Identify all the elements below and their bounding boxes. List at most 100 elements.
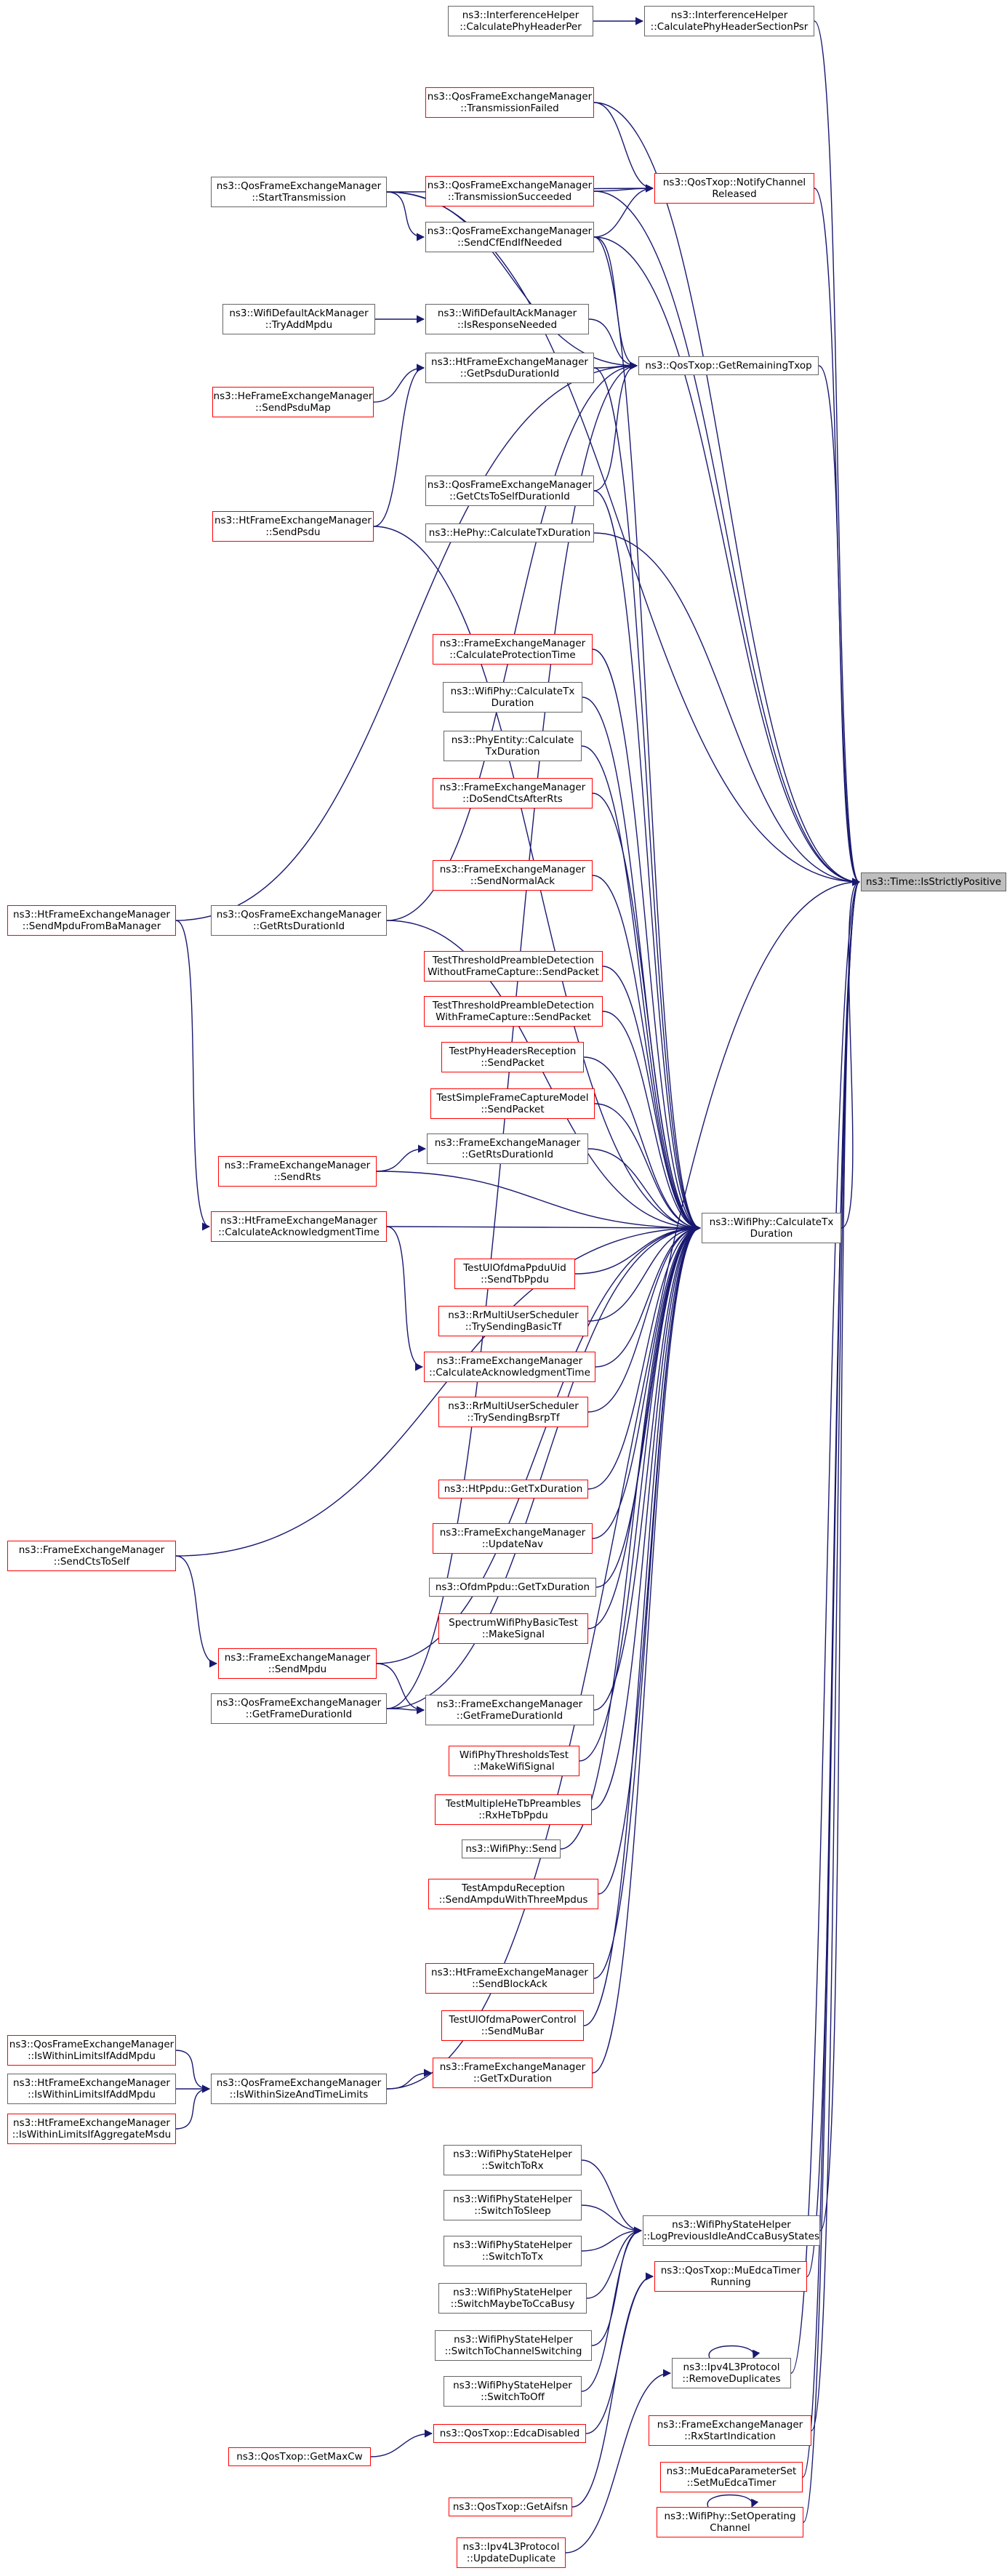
- node-label-line: ns3::RrMultiUserScheduler: [448, 1400, 579, 1412]
- node-label-line: SpectrumWifiPhyBasicTest: [449, 1617, 578, 1629]
- node-label-line: ::CalculateAcknowledgmentTime: [429, 1367, 590, 1379]
- edge-htfem-sendMpduFromBaManager-to-qostxop-getRemainingTxop: [175, 361, 638, 921]
- node-wpsh-switchToTx[interactable]: ns3::WifiPhyStateHelper::SwitchToTx: [444, 2236, 582, 2266]
- node-rrmus-trySendingBasicTf[interactable]: ns3::RrMultiUserScheduler::TrySendingBas…: [438, 1306, 588, 1336]
- node-label-line: TestUlOfdmaPowerControl: [449, 2014, 577, 2026]
- node-tphr-sendPacket[interactable]: TestPhyHeadersReception::SendPacket: [441, 1042, 584, 1072]
- node-ofdmppdu-getTxDuration[interactable]: ns3::OfdmPpdu::GetTxDuration: [429, 1578, 596, 1597]
- node-ipv4l3-updateDuplicate[interactable]: ns3::Ipv4L3Protocol::UpdateDuplicate: [457, 2537, 566, 2568]
- node-fem-calcProtectionTime[interactable]: ns3::FrameExchangeManager::CalculateProt…: [433, 634, 593, 665]
- node-tar-sendAmpdu[interactable]: TestAmpduReception::SendAmpduWithThreeMp…: [428, 1879, 598, 1909]
- node-label-line: WithFrameCapture::SendPacket: [436, 1011, 591, 1023]
- node-wdam-isResponseNeeded[interactable]: ns3::WifiDefaultAckManager::IsResponseNe…: [425, 304, 589, 334]
- node-fem-doSendCtsAfterRts[interactable]: ns3::FrameExchangeManager::DoSendCtsAfte…: [433, 778, 593, 808]
- node-label-line: ::SwitchMaybeToCcaBusy: [450, 2298, 575, 2310]
- node-wpsh-switchToOff[interactable]: ns3::WifiPhyStateHelper::SwitchToOff: [444, 2376, 582, 2407]
- node-label-line: ::SwitchToRx: [481, 2160, 544, 2172]
- node-label-line: ns3::QosFrameExchangeManager: [216, 2077, 382, 2089]
- node-wifiphy-send[interactable]: ns3::WifiPhy::Send: [462, 1839, 561, 1858]
- node-label-line: ::MakeWifiSignal: [473, 1761, 555, 1773]
- node-htppdu-getTxDuration[interactable]: ns3::HtPpdu::GetTxDuration: [438, 1480, 588, 1498]
- node-qfem-sendCfEnd[interactable]: ns3::QosFrameExchangeManager::SendCfEndI…: [425, 222, 594, 252]
- node-wpsh-switchToChannelSwitching[interactable]: ns3::WifiPhyStateHelper::SwitchToChannel…: [435, 2330, 592, 2361]
- node-label-line: ::SendNormalAck: [470, 875, 555, 887]
- node-fem-getRtsDurationId[interactable]: ns3::FrameExchangeManager::GetRtsDuratio…: [427, 1133, 588, 1164]
- node-wpsh-switchToSleep[interactable]: ns3::WifiPhyStateHelper::SwitchToSleep: [444, 2190, 582, 2220]
- node-label-line: ::SendBlockAck: [472, 1978, 547, 1990]
- node-qfem-txSucceeded[interactable]: ns3::QosFrameExchangeManager::Transmissi…: [425, 176, 594, 206]
- node-label-line: ::MakeSignal: [481, 1629, 545, 1640]
- node-fem-calcAckTime[interactable]: ns3::FrameExchangeManager::CalculateAckn…: [424, 1352, 595, 1382]
- node-htfem-getPsduDurationId[interactable]: ns3::HtFrameExchangeManager::GetPsduDura…: [425, 353, 594, 383]
- node-qostxop-getRemainingTxop[interactable]: ns3::QosTxop::GetRemainingTxop: [638, 356, 819, 375]
- node-tuopc-sendMuBar[interactable]: TestUlOfdmaPowerControl::SendMuBar: [441, 2010, 584, 2041]
- node-label-line: ::IsWithinSizeAndTimeLimits: [229, 2089, 369, 2100]
- node-htfem-isWithinLimitsIfAggMsdu[interactable]: ns3::HtFrameExchangeManager::IsWithinLim…: [7, 2114, 176, 2144]
- node-wpsh-logPrevIdle[interactable]: ns3::WifiPhyStateHelper::LogPreviousIdle…: [643, 2215, 820, 2246]
- node-fem-rxStartIndication[interactable]: ns3::FrameExchangeManager::RxStartIndica…: [649, 2415, 811, 2446]
- node-htfem-sendBlockAck[interactable]: ns3::HtFrameExchangeManager::SendBlockAc…: [425, 1963, 594, 1994]
- node-ih-calcPhyHeaderPer[interactable]: ns3::InterferenceHelper::CalculatePhyHea…: [448, 6, 593, 36]
- node-qfem-getRtsDurationId[interactable]: ns3::QosFrameExchangeManager::GetRtsDura…: [211, 905, 387, 936]
- edge-fem-getRtsDurationId-to-wifiphy-calcTxDuration: [587, 1148, 702, 1232]
- node-fem-getFrameDurationId[interactable]: ns3::FrameExchangeManager::GetFrameDurat…: [425, 1695, 594, 1725]
- node-qostxop-getAifsn[interactable]: ns3::QosTxop::GetAifsn: [449, 2497, 572, 2516]
- node-fem-sendMpdu[interactable]: ns3::FrameExchangeManager::SendMpdu: [218, 1648, 377, 1679]
- node-tsfcm-sendPacket[interactable]: TestSimpleFrameCaptureModel::SendPacket: [430, 1088, 595, 1119]
- node-wpsh-switchMaybeToCcaBusy[interactable]: ns3::WifiPhyStateHelper::SwitchMaybeToCc…: [438, 2283, 587, 2314]
- node-fem-sendNormalAck[interactable]: ns3::FrameExchangeManager::SendNormalAck: [433, 860, 593, 891]
- node-rrmus-trySendingBsrpTf[interactable]: ns3::RrMultiUserScheduler::TrySendingBsr…: [438, 1397, 588, 1427]
- node-qostxop-edcaDisabled[interactable]: ns3::QosTxop::EdcaDisabled: [433, 2424, 586, 2443]
- node-tmhtp-rxHeTbPpdu[interactable]: TestMultipleHeTbPreambles::RxHeTbPpdu: [435, 1794, 592, 1825]
- node-qfem-isWithinLimitsIfAddMpdu[interactable]: ns3::QosFrameExchangeManager::IsWithinLi…: [7, 2035, 176, 2066]
- node-label-line: ns3::QosFrameExchangeManager: [427, 225, 593, 237]
- node-label-line: ns3::FrameExchangeManager: [434, 1137, 581, 1149]
- node-label-line: Released: [712, 188, 757, 200]
- node-hephy-calcTxDuration[interactable]: ns3::HePhy::CalculateTxDuration: [425, 523, 594, 542]
- node-tuoppu-sendTbPpdu[interactable]: TestUlOfdmaPpduUid::SendTbPpdu: [454, 1259, 575, 1289]
- node-htfem-isWithinLimitsIfAddMpdu[interactable]: ns3::HtFrameExchangeManager::IsWithinLim…: [7, 2074, 176, 2104]
- node-label-line: ::TransmissionSucceeded: [447, 191, 572, 203]
- node-qostxop-getMaxCw[interactable]: ns3::QosTxop::GetMaxCw: [228, 2447, 371, 2466]
- edge-tmhtp-rxHeTbPpdu-to-wifiphy-calcTxDuration: [591, 1224, 702, 1810]
- node-fem-getTxDuration[interactable]: ns3::FrameExchangeManager::GetTxDuration: [433, 2058, 593, 2088]
- node-fem-updateNav[interactable]: ns3::FrameExchangeManager::UpdateNav: [433, 1523, 593, 1554]
- node-wdam-tryAddMpdu[interactable]: ns3::WifiDefaultAckManager::TryAddMpdu: [222, 304, 375, 334]
- node-label-line: ns3::QosFrameExchangeManager: [427, 479, 593, 491]
- node-label-line: ::CalculateProtectionTime: [449, 649, 576, 661]
- node-qfem-isWithinSizeAndTimeLimits[interactable]: ns3::QosFrameExchangeManager::IsWithinSi…: [211, 2074, 387, 2104]
- node-wpsh-switchToRx[interactable]: ns3::WifiPhyStateHelper::SwitchToRx: [444, 2145, 582, 2175]
- edge-qostxop-getAifsn-to-qostxop-muEdcaTimerRunning: [571, 2272, 654, 2508]
- node-label-line: ns3::QosFrameExchangeManager: [216, 1697, 382, 1709]
- node-label-line: ns3::PhyEntity::Calculate: [451, 734, 574, 746]
- node-qfem-startTx[interactable]: ns3::QosFrameExchangeManager::StartTrans…: [211, 177, 387, 207]
- node-qfem-getCtsToSelfDurationId[interactable]: ns3::QosFrameExchangeManager::GetCtsToSe…: [425, 476, 594, 506]
- node-ipv4l3-removeDuplicates[interactable]: ns3::Ipv4L3Protocol::RemoveDuplicates: [672, 2358, 791, 2388]
- node-fem-sendRts[interactable]: ns3::FrameExchangeManager::SendRts: [218, 1156, 377, 1187]
- node-htfem-sendMpduFromBaManager[interactable]: ns3::HtFrameExchangeManager::SendMpduFro…: [7, 905, 176, 936]
- edge-ttpd-woFrameCapture-to-wifiphy-calcTxDuration: [602, 966, 702, 1232]
- node-hefem-sendPsduMap[interactable]: ns3::HeFrameExchangeManager::SendPsduMap: [212, 387, 374, 417]
- node-ih-calcPhyHeaderSectionPsr[interactable]: ns3::InterferenceHelper::CalculatePhyHea…: [644, 6, 814, 36]
- node-label-line: ns3::Ipv4L3Protocol: [683, 2362, 780, 2373]
- node-htfem-calcAckTime[interactable]: ns3::HtFrameExchangeManager::CalculateAc…: [211, 1211, 387, 1242]
- node-muedca-setMuEdcaTimer[interactable]: ns3::MuEdcaParameterSet::SetMuEdcaTimer: [660, 2462, 803, 2492]
- node-swpbt-makeSignal[interactable]: SpectrumWifiPhyBasicTest::MakeSignal: [438, 1613, 588, 1644]
- node-qfem-getFrameDurationId[interactable]: ns3::QosFrameExchangeManager::GetFrameDu…: [211, 1693, 387, 1724]
- node-htfem-sendPsdu[interactable]: ns3::HtFrameExchangeManager::SendPsdu: [212, 511, 374, 542]
- node-label-line: ns3::WifiDefaultAckManager: [437, 308, 577, 319]
- node-qfem-txFailed[interactable]: ns3::QosFrameExchangeManager::Transmissi…: [425, 87, 594, 118]
- node-target[interactable]: ns3::Time::IsStrictlyPositive: [861, 872, 1006, 891]
- node-wptt-makeWifiSignal[interactable]: WifiPhyThresholdsTest::MakeWifiSignal: [449, 1746, 579, 1776]
- node-label-line: ::LogPreviousIdleAndCcaBusyStates: [643, 2231, 819, 2242]
- node-label-line: ns3::OfdmPpdu::GetTxDuration: [435, 1581, 590, 1593]
- node-fem-sendCtsToSelf[interactable]: ns3::FrameExchangeManager::SendCtsToSelf: [7, 1541, 176, 1571]
